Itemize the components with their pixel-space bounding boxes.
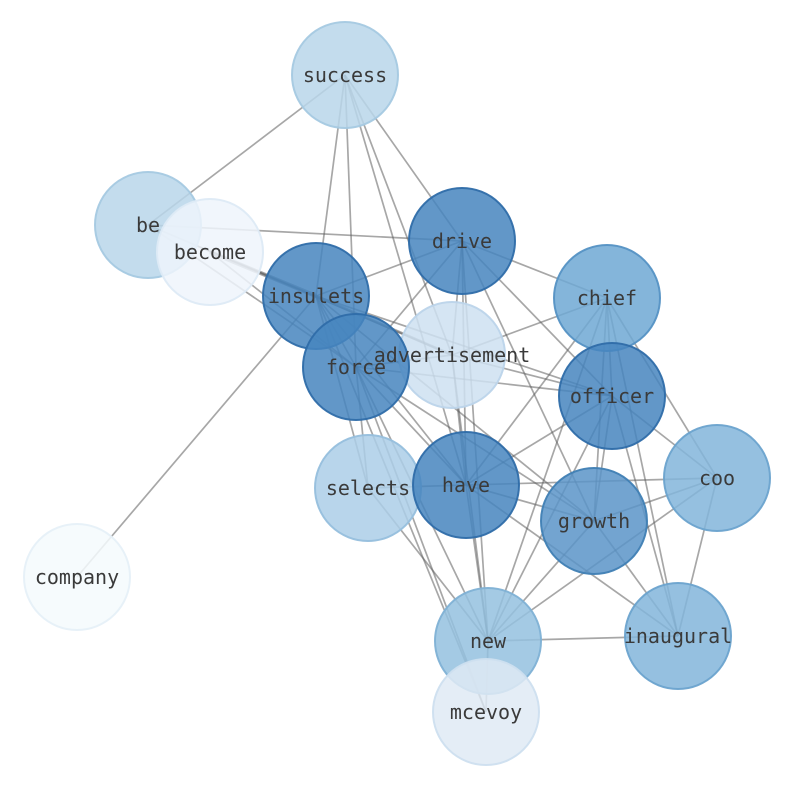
node-label-success: success	[303, 63, 387, 87]
node-label-have: have	[442, 473, 490, 497]
node-label-mcevoy: mcevoy	[450, 700, 522, 724]
node-inaugural	[624, 582, 732, 690]
node-label-advertisement: advertisement	[374, 343, 531, 367]
node-label-company: company	[35, 565, 119, 589]
node-label-force: force	[326, 355, 386, 379]
node-success	[291, 21, 399, 129]
node-label-officer: officer	[570, 384, 654, 408]
node-label-chief: chief	[577, 286, 637, 310]
edge-company-insulets	[76, 295, 317, 578]
node-label-growth: growth	[558, 509, 630, 533]
node-have	[412, 431, 520, 539]
node-drive	[408, 187, 516, 295]
node-force	[302, 313, 410, 421]
node-label-drive: drive	[432, 229, 492, 253]
node-company	[23, 523, 131, 631]
node-mcevoy	[432, 658, 540, 766]
node-become	[156, 198, 264, 306]
node-growth	[540, 467, 648, 575]
node-label-be: be	[136, 213, 160, 237]
node-label-inaugural: inaugural	[624, 624, 732, 648]
node-label-become: become	[174, 240, 246, 264]
labels-layer: success be become drive insulets chief adverti…	[35, 63, 735, 724]
node-label-coo: coo	[699, 466, 735, 490]
edge-success-have	[344, 74, 467, 486]
nodes-layer	[23, 21, 771, 766]
node-label-insulets: insulets	[268, 284, 364, 308]
node-label-selects: selects	[326, 476, 410, 500]
node-label-new: new	[470, 629, 507, 653]
node-officer	[558, 342, 666, 450]
node-coo	[663, 424, 771, 532]
